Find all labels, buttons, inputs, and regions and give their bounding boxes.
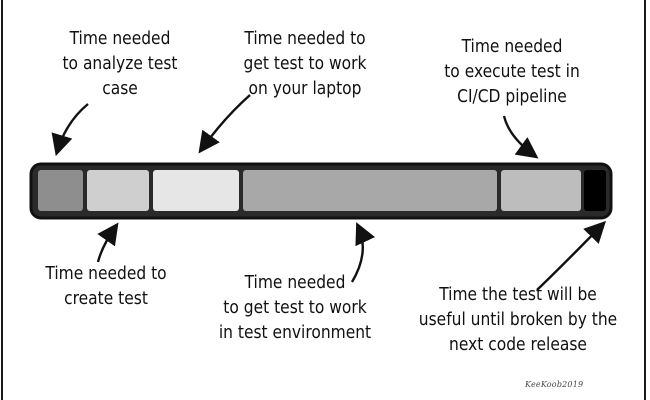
panel-border-left: [1, 0, 3, 400]
artist-signature: KeeKoob2019: [525, 380, 584, 389]
create-segment: [87, 170, 149, 211]
panel-border-right: [644, 0, 646, 400]
analyze-label: Time needed to analyze test case: [62, 28, 178, 99]
create-label: Time needed to create test: [45, 263, 167, 309]
analyze-segment: [38, 170, 83, 211]
environment-label: Time needed to get test to work in test …: [218, 272, 372, 343]
laptop-label: Time needed to get test to work on your …: [243, 28, 367, 99]
pipeline-label: Time needed to execute test in CI/CD pip…: [444, 36, 580, 107]
environment-arrow: [350, 222, 376, 283]
useful-arrow: [536, 220, 607, 291]
laptop-segment: [153, 170, 239, 211]
analyze-arrow: [51, 103, 89, 157]
environment-segment: [243, 170, 497, 211]
pipeline-segment: [501, 170, 581, 211]
laptop-arrow: [198, 94, 251, 154]
useful-label: Time the test will be useful until broke…: [418, 284, 618, 355]
pipeline-arrow: [502, 115, 539, 159]
create-arrow: [96, 222, 119, 263]
useful-segment: [584, 170, 606, 211]
